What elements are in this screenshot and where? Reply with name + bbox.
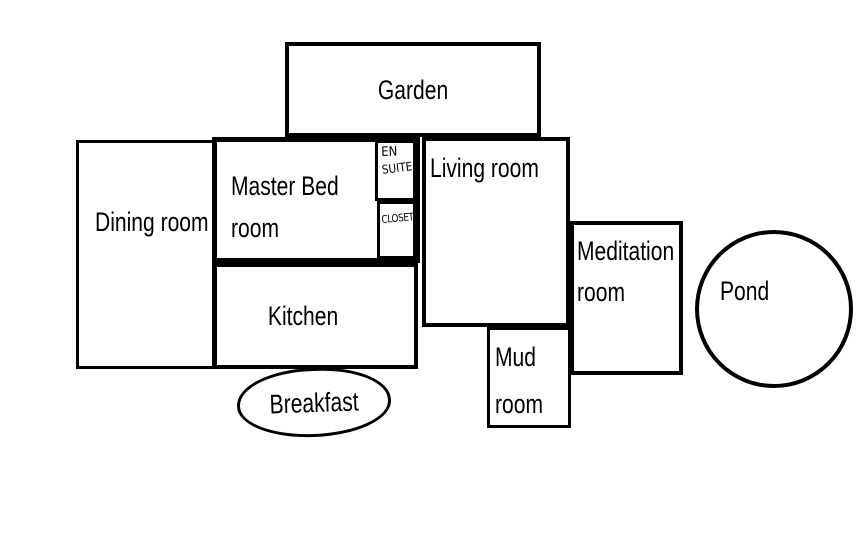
dining-room: Dining room xyxy=(76,140,215,369)
meditation-room-label: Meditation room xyxy=(577,236,675,307)
mud-room: Mud room xyxy=(487,327,571,428)
closet-label: CLOSET xyxy=(381,211,415,226)
mud-room-label: Mud room xyxy=(495,342,543,419)
kitchen-room: Kitchen xyxy=(213,263,418,369)
meditation-room: Meditation room xyxy=(570,221,683,375)
breakfast-nook: Breakfast xyxy=(235,365,393,440)
pond-label: Pond xyxy=(720,276,770,306)
dining-room-label: Dining room xyxy=(95,207,209,237)
breakfast-label: Breakfast xyxy=(269,385,359,420)
closet-room: CLOSET xyxy=(377,201,416,259)
living-room: Living room xyxy=(422,137,570,327)
kitchen-label: Kitchen xyxy=(268,301,339,331)
en-suite-room: EN SUITE xyxy=(375,140,416,201)
living-room-label: Living room xyxy=(430,153,539,183)
pond: Pond xyxy=(695,230,853,388)
en-suite-label: EN SUITE xyxy=(381,144,414,177)
master-bedroom-label: Master Bed room xyxy=(231,171,339,243)
garden-label: Garden xyxy=(377,74,449,105)
garden-room: Garden xyxy=(285,42,541,137)
